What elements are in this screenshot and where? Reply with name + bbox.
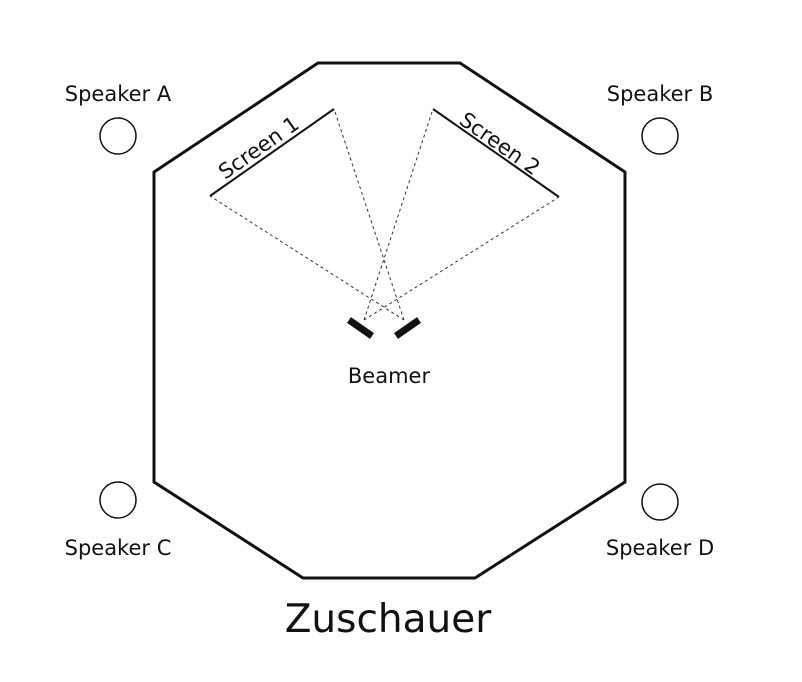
projection-cone-2: [363, 108, 560, 321]
beamer-label: Beamer: [348, 364, 431, 388]
screen-2-label: Screen 2: [455, 107, 544, 180]
audience-label: Zuschauer: [285, 597, 493, 642]
speaker-a-icon: [99, 117, 137, 155]
speaker-d-label: Speaker D: [606, 536, 714, 560]
room-outline: [152, 61, 627, 580]
screen-1-line: [209, 108, 335, 197]
screen-2-line: [432, 108, 560, 198]
beamer-left: [347, 317, 374, 339]
speaker-d-icon: [641, 483, 679, 521]
speaker-b-label: Speaker B: [607, 82, 714, 106]
beamer-right: [394, 317, 421, 339]
speaker-b-icon: [641, 117, 679, 155]
speaker-c-label: Speaker C: [65, 536, 172, 560]
projection-cone-1: [209, 108, 405, 321]
speaker-a-label: Speaker A: [65, 82, 172, 106]
speaker-c-icon: [99, 481, 137, 519]
